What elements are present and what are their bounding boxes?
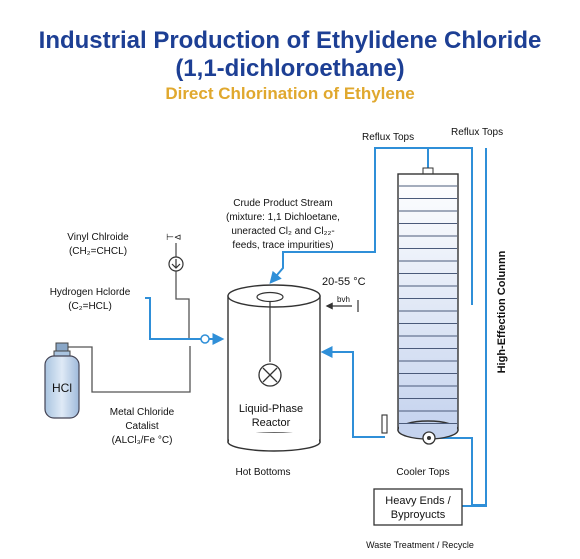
column-trays — [399, 185, 457, 424]
column-label: High-Effection Colunnn — [496, 250, 508, 373]
crude-stream-label-4: feeds, trace impurities) — [232, 240, 333, 251]
agitator-icon — [258, 363, 282, 387]
high-efficiency-column — [397, 167, 459, 440]
cooler-tops-return-line — [320, 346, 385, 438]
diagram-title-line1: Industrial Production of Ethylidene Chlo… — [38, 27, 542, 54]
heavy-ends-label-line1: Heavy Ends / — [385, 495, 451, 507]
crude-stream-label-1: Crude Product Stream — [233, 198, 333, 209]
catalyst-label-3: (ALCl₃/Fe °C) — [112, 435, 173, 446]
hot-bottoms-label: Hot Bottoms — [235, 467, 290, 478]
vinyl-chloride-label-1: Vinyl Chlroide — [67, 232, 129, 243]
crude-stream-label-2: (mixture: 1,1 Dichloetane, — [226, 212, 340, 223]
heavy-ends-box — [373, 488, 463, 526]
heavy-ends-line — [462, 148, 487, 507]
mixing-junction-icon — [200, 334, 210, 344]
vinyl-chloride-label-2: (CH₂=CHCL) — [69, 246, 127, 257]
reflux-tops-label-1: Reflux Tops — [362, 132, 414, 143]
reflux-tops-label-2: Reflux Tops — [451, 127, 503, 138]
catalyst-label-2: Catalist — [125, 421, 159, 432]
temperature-label: 20-55 °C — [322, 276, 366, 288]
hydrogen-chloride-feed-line — [145, 297, 225, 345]
valve-mark-label: ⊢⊲ — [166, 232, 181, 242]
waste-treatment-label: Waste Treatment / Recycle — [366, 540, 474, 550]
hydrogen-chloride-label-1: Hydrogen Hclorde — [50, 287, 131, 298]
reactor-label-line1: Liquid-Phase — [239, 403, 303, 415]
cooler-tops-label: Cooler Tops — [396, 467, 449, 478]
rate-label: bvh — [337, 295, 350, 304]
liquid-phase-reactor — [227, 284, 321, 452]
hcl-cylinder-label: HCl — [52, 381, 72, 395]
diagram-title-line2: (1,1-dichloroethane) — [175, 55, 405, 82]
catalyst-label-1: Metal Chloride — [110, 407, 175, 418]
column-side-valve-icon — [381, 414, 388, 434]
flow-controller-icon — [168, 256, 184, 272]
hydrogen-chloride-label-2: (C₂=HCL) — [68, 301, 112, 312]
hcl-gas-cylinder-icon — [44, 342, 80, 419]
hcl-cylinder-feed-line — [64, 346, 191, 393]
heavy-ends-label-line2: Byproyucts — [391, 509, 446, 521]
reflux-tops-line — [428, 147, 473, 305]
reactor-label-line2: Reactor — [252, 417, 291, 429]
diagram-subtitle: Direct Chlorination of Ethylene — [165, 84, 415, 103]
reboiler-pump-icon — [422, 431, 436, 445]
crude-stream-label-3: uneracted Cl₂ and Cl₂₂- — [231, 226, 334, 237]
